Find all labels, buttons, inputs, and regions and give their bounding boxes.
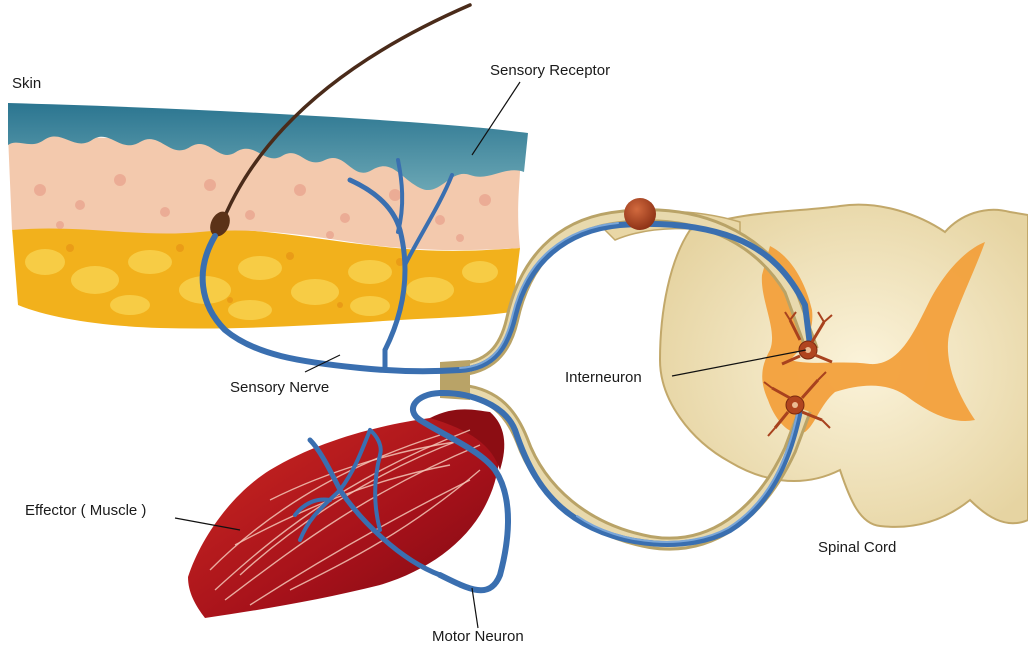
label-motor-neuron: Motor Neuron — [432, 628, 524, 645]
label-spinal-cord: Spinal Cord — [818, 539, 896, 556]
leader-lines — [174, 81, 807, 629]
dorsal-root-ganglion — [624, 198, 656, 230]
label-effector-muscle: Effector ( Muscle ) — [25, 502, 146, 519]
spinal-cord-section — [598, 203, 1028, 528]
muscle-tendon — [430, 409, 505, 470]
muscle-fibers — [209, 429, 481, 606]
hair — [210, 3, 472, 237]
dermis-texture — [34, 174, 491, 242]
fat-lobules — [25, 249, 498, 320]
label-interneuron: Interneuron — [565, 369, 642, 386]
skin-section — [8, 103, 528, 329]
label-skin: Skin — [12, 75, 41, 92]
motor-nerve-paths — [293, 389, 803, 594]
label-sensory-receptor: Sensory Receptor — [490, 62, 610, 79]
label-sensory-nerve: Sensory Nerve — [230, 379, 329, 396]
hair-shaft — [218, 3, 472, 230]
sensory-nerve-paths — [199, 158, 813, 375]
grey-matter — [761, 242, 985, 434]
hair-follicle — [210, 211, 230, 237]
